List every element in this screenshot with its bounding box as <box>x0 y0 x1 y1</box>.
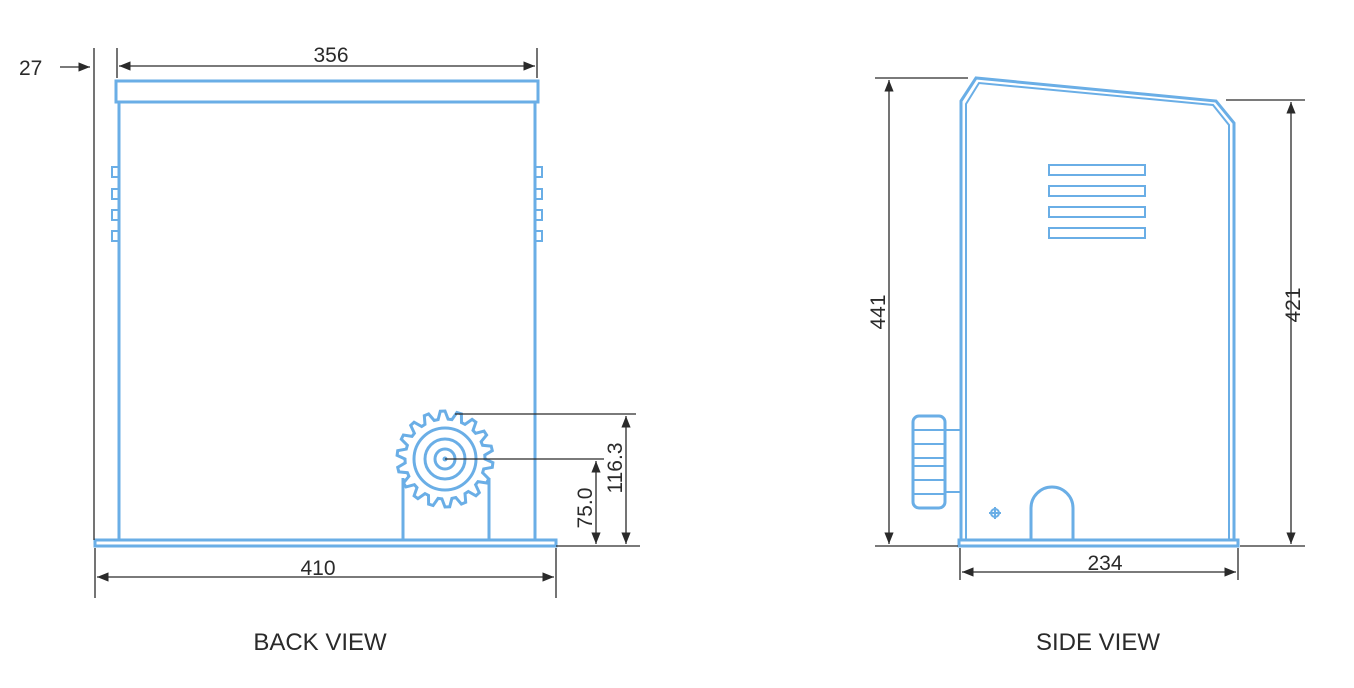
side-view-caption: SIDE VIEW <box>1036 629 1160 656</box>
dim-top-width: 356 <box>116 44 538 78</box>
vent-slot <box>1048 164 1146 176</box>
vent-slots <box>1048 164 1146 239</box>
dim-depth: 234 <box>959 548 1239 580</box>
dim-rear-height-label: 421 <box>1282 287 1305 322</box>
side-base-plate <box>957 538 1240 548</box>
release-door <box>1029 485 1075 540</box>
back-view-caption: BACK VIEW <box>253 629 387 656</box>
dim-total-height-label: 441 <box>867 294 890 329</box>
dim-rear-height: 421 <box>1226 99 1305 547</box>
back-housing <box>93 79 558 548</box>
dim-edge-offset-label: 27 <box>19 57 42 80</box>
back-right-tabs <box>534 166 543 242</box>
dim-gear-center-height: 75.0 <box>445 458 640 547</box>
back-base-plate <box>93 538 558 548</box>
back-view: 27 356 410 75.0 116.3 BAC <box>19 44 640 656</box>
gear-pedestal <box>401 478 491 540</box>
dim-base-width: 410 <box>94 548 557 598</box>
back-top-cap <box>114 79 540 104</box>
dim-edge-offset: 27 <box>19 48 95 540</box>
dim-base-width-label: 410 <box>300 557 335 580</box>
side-gear-icon <box>911 414 962 510</box>
gear-teeth <box>395 409 495 509</box>
vent-slot <box>1048 206 1146 218</box>
dim-gear-center-height-label: 75.0 <box>574 488 597 529</box>
dim-depth-label: 234 <box>1087 552 1122 575</box>
vent-slot <box>1048 227 1146 239</box>
side-profile-inner <box>965 81 1230 540</box>
side-housing <box>957 76 1240 548</box>
back-left-tabs <box>111 166 120 242</box>
dim-gear-top-height-label: 116.3 <box>604 443 627 494</box>
side-view: 441 421 234 SIDE VIEW <box>867 76 1305 656</box>
dim-total-height: 441 <box>867 77 968 547</box>
dim-top-width-label: 356 <box>313 44 348 67</box>
vent-slot <box>1048 185 1146 197</box>
dim-gear-top-height: 116.3 <box>455 413 636 544</box>
screw-icon <box>989 507 1001 519</box>
side-profile <box>959 76 1236 540</box>
